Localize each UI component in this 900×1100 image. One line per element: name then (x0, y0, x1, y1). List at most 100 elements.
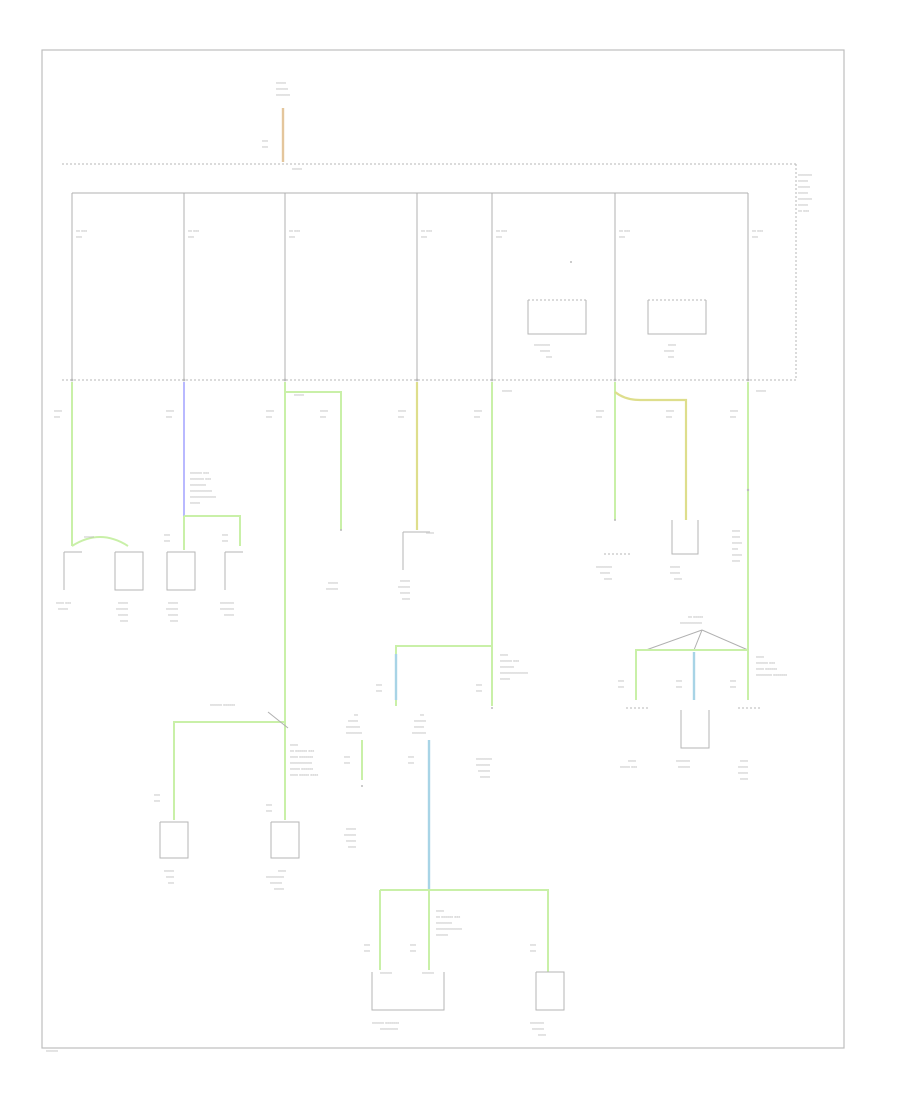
svg-text:xxxxxx xxxxxx: xxxxxx xxxxxx (210, 702, 235, 707)
svg-text:xx xxx: xx xxx (76, 228, 87, 233)
svg-text:xxxxx: xxxxx (346, 838, 356, 843)
svg-text:xxx: xxx (730, 684, 736, 689)
svg-text:xxx: xxx (596, 414, 602, 419)
svg-text:xxx: xxx (262, 138, 268, 143)
svg-text:xxxxx: xxxxx (600, 570, 610, 575)
svg-text:xxx: xxx (266, 808, 272, 813)
svg-text:xxxxxxxx: xxxxxxxx (476, 756, 492, 761)
diagram-frame (41, 49, 845, 1049)
svg-text:xxxxxxx: xxxxxxx (220, 606, 234, 611)
footer-code: xxxxxx (46, 1048, 58, 1053)
svg-text:xxx: xxx (154, 798, 160, 803)
svg-text:xxxxx: xxxxx (664, 348, 674, 353)
svg-text:xxxxxxxxxxxxxx: xxxxxxxxxxxxxx (500, 670, 528, 675)
svg-text:xxxxxx: xxxxxx (422, 970, 434, 975)
svg-text:xxx: xxx (364, 948, 370, 953)
svg-text:xxxxx: xxxxx (118, 612, 128, 617)
svg-text:xxxxxx xxx: xxxxxx xxx (756, 660, 775, 665)
svg-text:xx xxx: xx xxx (619, 228, 630, 233)
svg-text:xxx: xxx (619, 234, 625, 239)
svg-text:xxx: xxx (676, 678, 682, 683)
svg-text:xxx: xxx (168, 880, 174, 885)
svg-text:xx xxx: xx xxx (289, 228, 300, 233)
svg-text:xxx: xxx (266, 802, 272, 807)
svg-text:xxxx: xxxx (398, 408, 406, 413)
svg-text:xxxxxxx: xxxxxxx (346, 724, 360, 729)
svg-text:xxxxxxx xxx: xxxxxxx xxx (190, 476, 211, 481)
svg-text:xxxxx: xxxxx (500, 676, 510, 681)
svg-text:xxxx: xxxx (668, 342, 676, 347)
circuit-bottom: xxxx xx xxxxxx xxx xxxxxxxx xxxxxxxxxxxx… (364, 889, 565, 1037)
circuit-4: xxxxxxx xxxx xxxxxxxxxxx xxxxxxxxx (398, 382, 434, 601)
svg-text:xxx: xxx (676, 684, 682, 689)
svg-text:xxxx: xxxx (266, 408, 274, 413)
svg-text:xxx: xxx (421, 234, 427, 239)
svg-text:xxx: xxx (476, 688, 482, 693)
circuit-7: xxxxx xxxxxxx xxxxxxxx xxxxxxxx xxxxxxxx… (618, 382, 787, 781)
svg-text:xxxxx: xxxxx (732, 540, 742, 545)
svg-text:xxxxx: xxxxx (118, 600, 128, 605)
svg-text:xx: xx (354, 712, 358, 717)
svg-text:xxxxx: xxxxx (164, 868, 174, 873)
svg-text:xxxxxxxxxxx: xxxxxxxxxxx (680, 620, 702, 625)
svg-text:xxx: xxx (76, 234, 82, 239)
svg-text:xxxxx: xxxxx (414, 724, 424, 729)
svg-text:xxxxxx xxx: xxxxxx xxx (190, 470, 209, 475)
svg-text:xxxxxx xxx: xxxxxx xxx (500, 658, 519, 663)
fuse-labels: xx xxxxxx xx xxxxxx xx xxxxxx xx xxxxxx … (76, 228, 763, 239)
svg-text:xxx: xxx (266, 414, 272, 419)
svg-text:xxxx: xxxx (120, 618, 128, 623)
svg-text:xxx: xxx (410, 948, 416, 953)
svg-text:xxxxxxx: xxxxxxx (500, 664, 514, 669)
svg-text:xxxxx: xxxxx (276, 80, 286, 85)
svg-text:xx xxxxxx xxx: xx xxxxxx xxx (436, 914, 460, 919)
svg-text:xxx: xxx (618, 684, 624, 689)
svg-text:xxxx: xxxx (278, 868, 286, 873)
svg-text:xxx: xxx (530, 948, 536, 953)
svg-text:xxxx: xxxx (674, 576, 682, 581)
svg-text:xxx: xxx (188, 234, 194, 239)
svg-text:xxxx: xxxx (166, 874, 174, 879)
svg-text:xxxxx: xxxxx (670, 570, 680, 575)
svg-text:xxxxxx: xxxxxx (380, 970, 392, 975)
fuse-outputs (70, 378, 750, 382)
svg-text:xxxxxxx: xxxxxxx (412, 730, 426, 735)
fuse-block-outline: xxxxxxx xxxxx xxxxxx xxxxx xxxxxxx xxxxx… (62, 163, 812, 381)
circuit-2: xxxxxxx xxxxxx xxx xxxxxxx xxx xxxxxxxx … (164, 382, 243, 623)
svg-text:xxxxxx: xxxxxx (678, 764, 690, 769)
svg-text:xxxxxxx: xxxxxxx (530, 1020, 544, 1025)
svg-text:xxxx: xxxx (290, 742, 298, 747)
svg-text:xxxxxx: xxxxxx (478, 768, 490, 773)
svg-text:xxx: xxx (730, 414, 736, 419)
svg-text:xxx: xxx (320, 414, 326, 419)
svg-text:xxxx: xxxx (732, 528, 740, 533)
svg-text:xxx: xxx (364, 942, 370, 947)
svg-text:xx xxx: xx xxx (421, 228, 432, 233)
svg-text:xxxxxxxxxxx: xxxxxxxxxxx (290, 760, 312, 765)
svg-text:xxxxxx: xxxxxx (270, 880, 282, 885)
svg-text:xx xxx: xx xxx (752, 228, 763, 233)
svg-text:xxx: xxx (530, 942, 536, 947)
relay-right: xxxx xxxxx xxx (647, 299, 707, 359)
svg-text:xxx: xxx (222, 532, 228, 537)
svg-text:xxxxxxxx: xxxxxxxx (346, 730, 362, 735)
svg-text:xxxxx xxxxxx: xxxxx xxxxxx (290, 766, 313, 771)
svg-text:xxxxx: xxxxx (400, 590, 410, 595)
svg-text:xxxxxxxxxxxxx: xxxxxxxxxxxxx (436, 926, 462, 931)
svg-text:xxx: xxx (618, 678, 624, 683)
svg-text:xxx: xxx (344, 754, 350, 759)
svg-text:xxx: xxx (408, 754, 414, 759)
svg-text:xxxx xxxxx xxxx: xxxx xxxxx xxxx (290, 772, 318, 777)
svg-text:xxxxx: xxxxx (168, 600, 178, 605)
svg-text:xxxxxxxx: xxxxxxxx (190, 482, 206, 487)
svg-text:xxxxx: xxxxx (292, 166, 302, 171)
svg-text:xxxxx: xxxxx (328, 580, 338, 585)
svg-text:xxxx: xxxx (730, 408, 738, 413)
svg-text:xxxxxx: xxxxxx (798, 184, 810, 189)
svg-text:xxxx: xxxx (436, 908, 444, 913)
svg-text:xxxxxxxx xxxxxxx: xxxxxxxx xxxxxxx (756, 672, 787, 677)
svg-text:xxxx: xxxx (402, 596, 410, 601)
svg-text:xxxxxx: xxxxxx (532, 1026, 544, 1031)
svg-text:xxxxx: xxxxx (294, 392, 304, 397)
